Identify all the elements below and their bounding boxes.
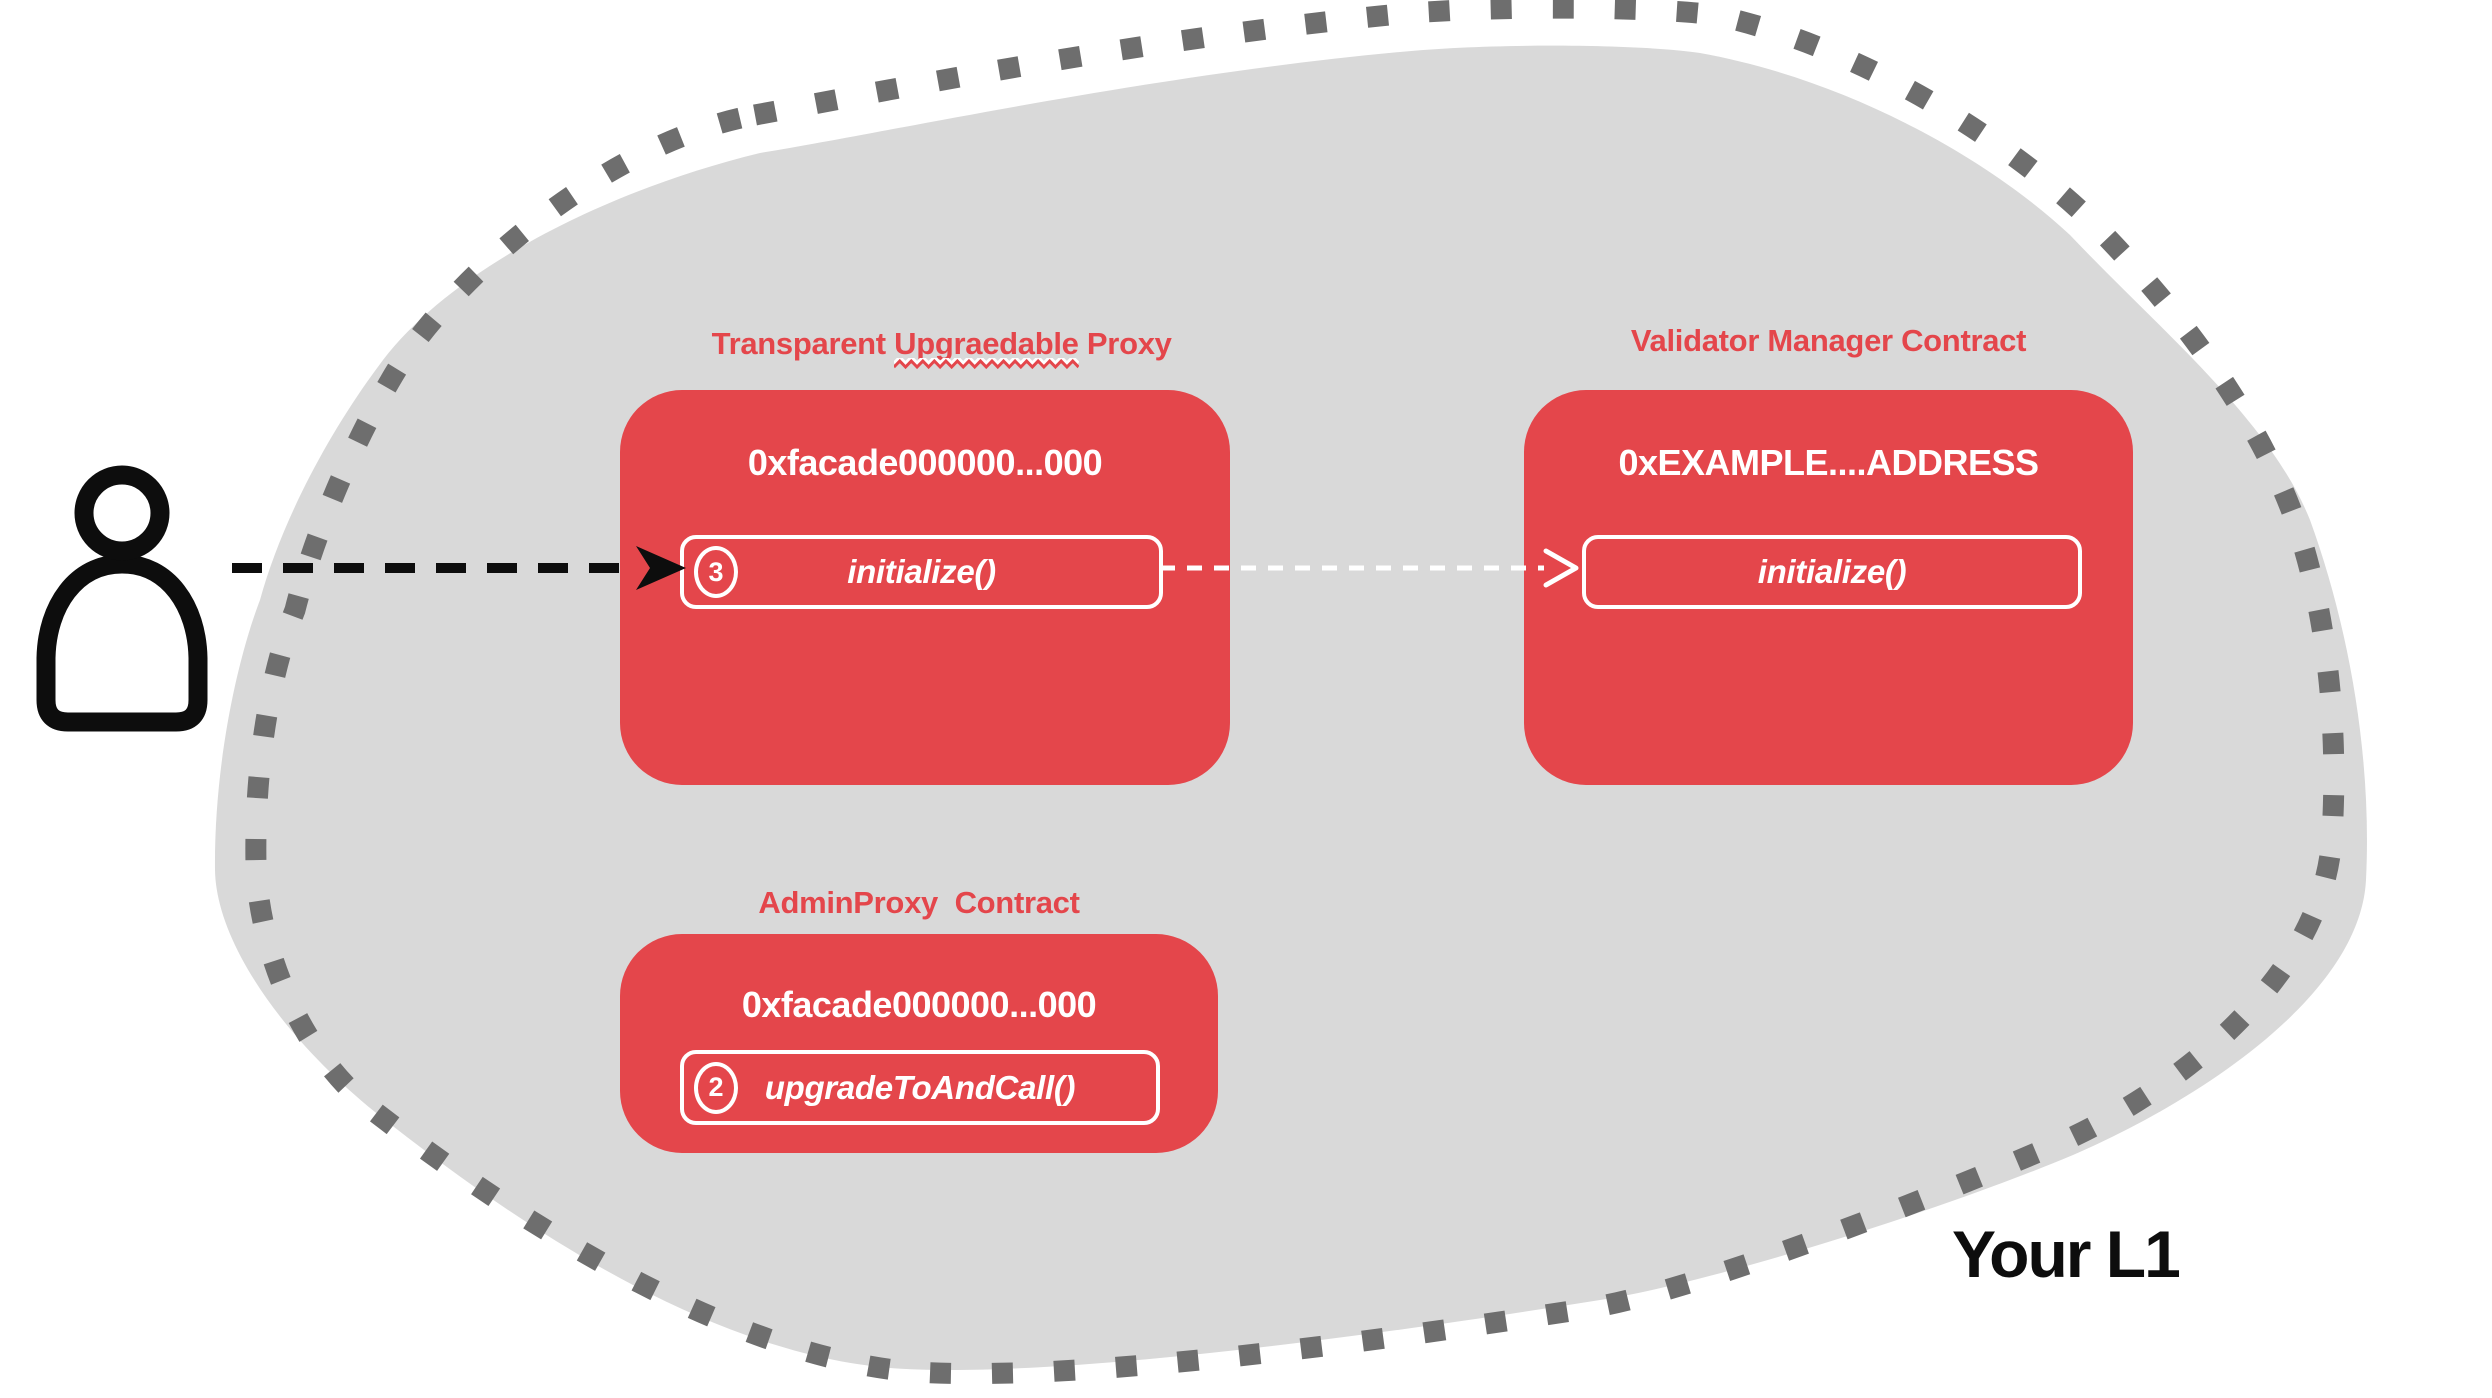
validator-contract-box: 0xEXAMPLE....ADDRESS initialize() xyxy=(1524,390,2133,785)
validator-contract-title: Validator Manager Contract xyxy=(1630,323,2027,358)
admin-proxy-box: 0xfacade000000...000 2 upgradeToAndCall(… xyxy=(620,934,1218,1153)
admin-proxy-address: 0xfacade000000...000 xyxy=(741,984,1097,1025)
proxy-title-text: Proxy xyxy=(1078,326,1172,361)
proxy-initialize-pill: 3 initialize() xyxy=(680,535,1163,609)
step-2-badge: 2 xyxy=(694,1061,738,1114)
misspelled-word: Upgraedable xyxy=(894,326,1079,361)
proxy-contract-box: 0xfacade000000...000 3 initialize() xyxy=(620,390,1230,785)
proxy-title-text: Transparent xyxy=(711,326,895,361)
upgrade-to-and-call-label: upgradeToAndCall() xyxy=(764,1068,1076,1106)
step-3-badge: 3 xyxy=(694,546,738,598)
proxy-initialize-label: initialize() xyxy=(847,553,996,590)
validator-contract-address: 0xEXAMPLE....ADDRESS xyxy=(1618,442,2039,483)
validator-initialize-label: initialize() xyxy=(1757,553,1907,590)
misspelling-squiggle-icon xyxy=(894,358,1079,370)
person-icon xyxy=(36,465,208,732)
region-label: Your L1 xyxy=(1952,1217,2181,1291)
upgrade-to-and-call-pill: 2 upgradeToAndCall() xyxy=(680,1050,1160,1125)
validator-initialize-pill: initialize() xyxy=(1582,535,2082,609)
proxy-contract-address: 0xfacade000000...000 xyxy=(747,442,1103,483)
misspelled-word-wrap: Upgraedable xyxy=(894,325,1079,370)
admin-proxy-title: AdminProxy Contract xyxy=(758,885,1080,920)
